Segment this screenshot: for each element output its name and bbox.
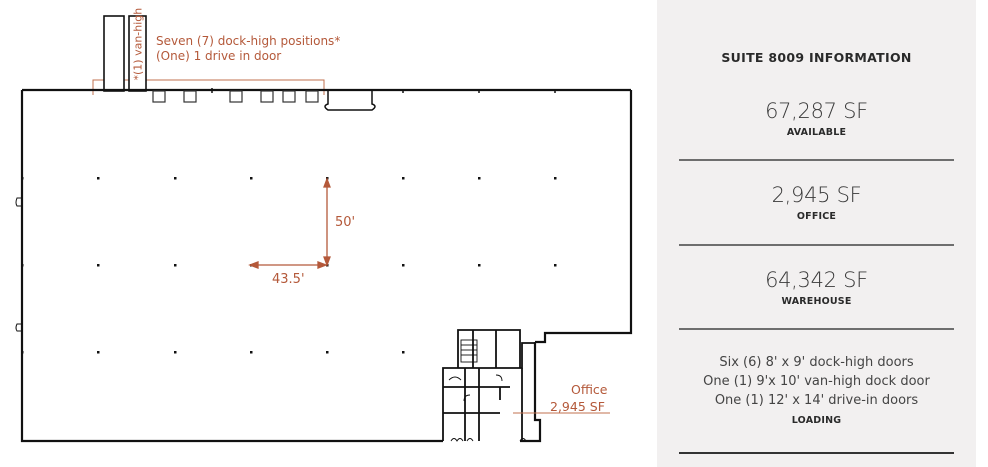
divider xyxy=(679,452,954,454)
office-rooms xyxy=(442,329,535,441)
side-door-left-top xyxy=(15,197,22,207)
office-label: Office xyxy=(571,382,608,397)
stat-label: OFFICE xyxy=(796,211,837,222)
wall-ticks xyxy=(211,88,556,93)
stat-warehouse: 64,342 SF WAREHOUSE xyxy=(657,268,976,307)
stat-loading: Six (6) 8' x 9' dock-high doors One (1) … xyxy=(657,353,976,426)
drive-in-door xyxy=(324,91,376,111)
stat-label: WAREHOUSE xyxy=(781,296,852,307)
stat-available: 67,287 SF AVAILABLE xyxy=(657,99,976,138)
suite-info-panel: SUITE 8009 INFORMATION 67,287 SF AVAILAB… xyxy=(657,0,976,467)
dimension-arrows xyxy=(248,177,331,269)
side-door-left-bottom xyxy=(15,323,22,332)
dimension-43-5-label: 43.5' xyxy=(272,272,305,287)
floor-plan-drawing xyxy=(15,15,633,443)
loading-line: Six (6) 8' x 9' dock-high doors xyxy=(719,355,914,370)
stat-label: AVAILABLE xyxy=(786,127,847,138)
stat-value: 67,287 SF xyxy=(765,99,868,123)
divider xyxy=(679,328,954,330)
stat-value: 2,945 SF xyxy=(771,183,862,207)
dock-positions-label: Seven (7) dock-high positions* xyxy=(156,34,341,48)
trailer-outlines xyxy=(103,15,147,92)
stat-value: 64,342 SF xyxy=(765,268,868,292)
stat-label: LOADING xyxy=(791,415,842,426)
stat-office: 2,945 SF OFFICE xyxy=(657,183,976,222)
divider xyxy=(679,244,954,246)
dock-doors xyxy=(152,90,319,103)
office-stairs xyxy=(448,339,527,442)
divider xyxy=(679,159,954,161)
loading-line: One (1) 9'x 10' van-high dock door xyxy=(703,374,930,389)
office-area-label: 2,945 SF xyxy=(550,399,605,414)
drive-in-label: (One) 1 drive in door xyxy=(156,49,282,63)
dimension-50-label: 50' xyxy=(335,215,356,230)
loading-line: One (1) 12' x 14' drive-in doors xyxy=(714,393,919,408)
dock-bracket xyxy=(92,79,325,95)
van-high-label: *(1) van-high xyxy=(131,7,145,81)
building-walls xyxy=(20,88,633,443)
panel-title: SUITE 8009 INFORMATION xyxy=(721,50,912,65)
